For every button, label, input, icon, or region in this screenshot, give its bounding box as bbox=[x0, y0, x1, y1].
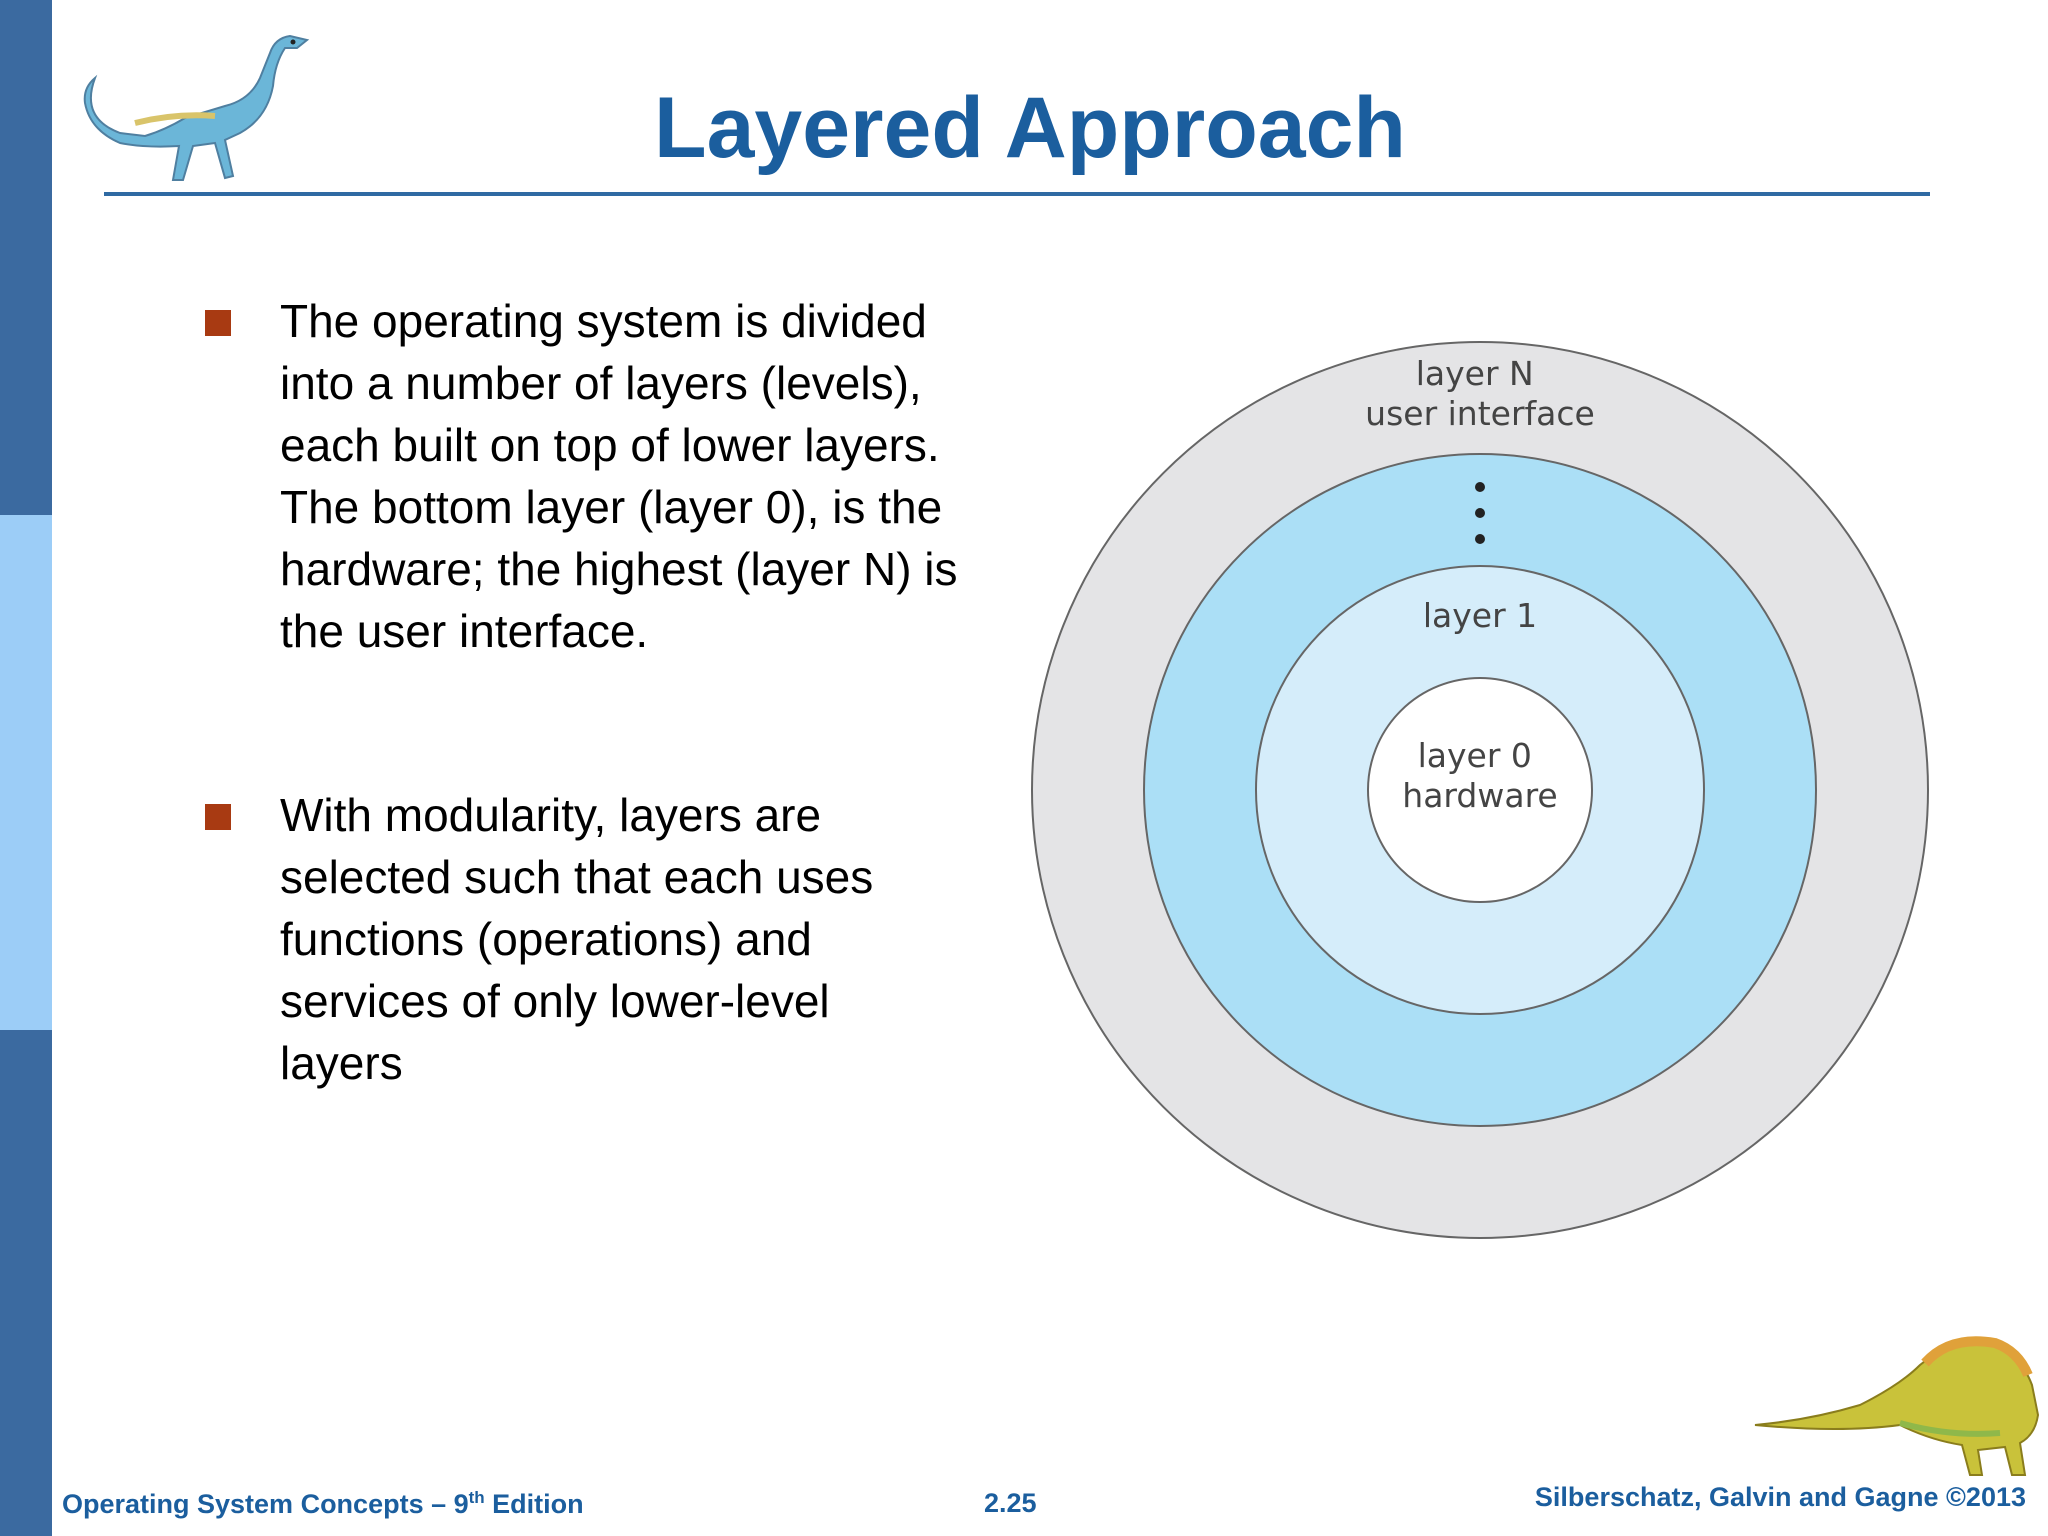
bullet-list: The operating system is divided into a n… bbox=[205, 290, 965, 1094]
footer-copyright: Silberschatz, Galvin and Gagne ©2013 bbox=[1534, 1482, 2026, 1512]
ellipsis-dot bbox=[1475, 482, 1485, 492]
ring-label-line: hardware bbox=[1402, 776, 1557, 815]
footer-book-text: Operating System Concepts – 9 bbox=[62, 1489, 469, 1519]
dinosaur-logo-bottom bbox=[1754, 1336, 2040, 1476]
ellipsis-dots: ⋮ bbox=[1475, 482, 1485, 544]
footer-page-number: 2.25 bbox=[984, 1488, 1037, 1518]
ring-label-line: user interface bbox=[1365, 394, 1595, 433]
ellipsis-dot bbox=[1475, 534, 1485, 544]
sidebar-band-bottom bbox=[0, 1030, 52, 1536]
dinosaur-logo-top bbox=[83, 34, 310, 181]
bullet-item: The operating system is divided into a n… bbox=[205, 290, 965, 662]
bullet-item: With modularity, layers are selected suc… bbox=[205, 784, 965, 1094]
sidebar-band bbox=[0, 0, 52, 1536]
layer-rings-svg: layer N user interface ⋮ layer 1 layer 0… bbox=[1031, 341, 1929, 1239]
footer-book-title: Operating System Concepts – 9th Edition bbox=[62, 1488, 584, 1520]
slide-title: Layered Approach bbox=[654, 80, 1406, 176]
ring-label-layer-0: layer 0 hardware bbox=[1402, 736, 1557, 815]
ring-label-layer-n: layer N user interface bbox=[1365, 354, 1595, 433]
ring-label-line: layer 0 bbox=[1418, 736, 1532, 775]
ring-label-layer-1: layer 1 bbox=[1423, 596, 1537, 635]
title-underline bbox=[104, 192, 1930, 196]
sidebar-band-top bbox=[0, 0, 52, 515]
ring-layer-0 bbox=[1367, 677, 1593, 903]
bullet-text: With modularity, layers are selected suc… bbox=[280, 789, 874, 1089]
square-bullet-icon bbox=[205, 310, 231, 336]
ring-label-line: layer N bbox=[1416, 354, 1534, 393]
bullet-text: The operating system is divided into a n… bbox=[280, 295, 958, 657]
footer-book-suffix: Edition bbox=[484, 1489, 584, 1519]
ring-label-line: layer 1 bbox=[1423, 596, 1537, 635]
layer-rings-diagram: layer N user interface ⋮ layer 1 layer 0… bbox=[1000, 340, 1980, 1280]
ellipsis-dot bbox=[1475, 508, 1485, 518]
square-bullet-icon bbox=[205, 804, 231, 830]
sidebar-band-middle bbox=[0, 515, 52, 1030]
footer-book-sup: th bbox=[468, 1488, 485, 1507]
